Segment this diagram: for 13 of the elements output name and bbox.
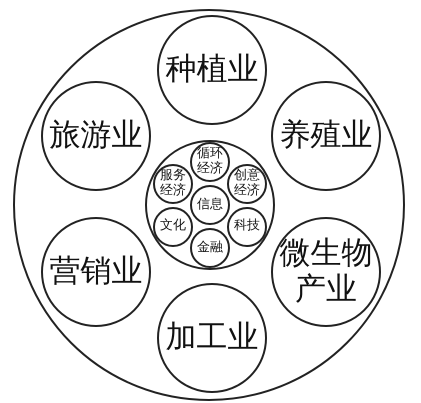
sector-circle: 营销业: [41, 217, 151, 327]
topic-circle: 金融: [190, 228, 230, 268]
topic-circle: 信息: [190, 185, 230, 225]
topic-circle: 文化: [153, 206, 193, 246]
sector-circle: 微生物产业: [271, 217, 381, 327]
sector-circle: 旅游业: [41, 81, 151, 191]
topic-circle: 创意经济: [227, 164, 267, 204]
topic-circle: 循环经济: [190, 142, 230, 182]
topic-circle: 科技: [227, 206, 267, 246]
topic-circle: 服务经济: [153, 164, 193, 204]
sector-circle: 加工业: [157, 283, 267, 393]
sector-circle: 种植业: [157, 15, 267, 125]
sector-circle: 养殖业: [271, 81, 381, 191]
